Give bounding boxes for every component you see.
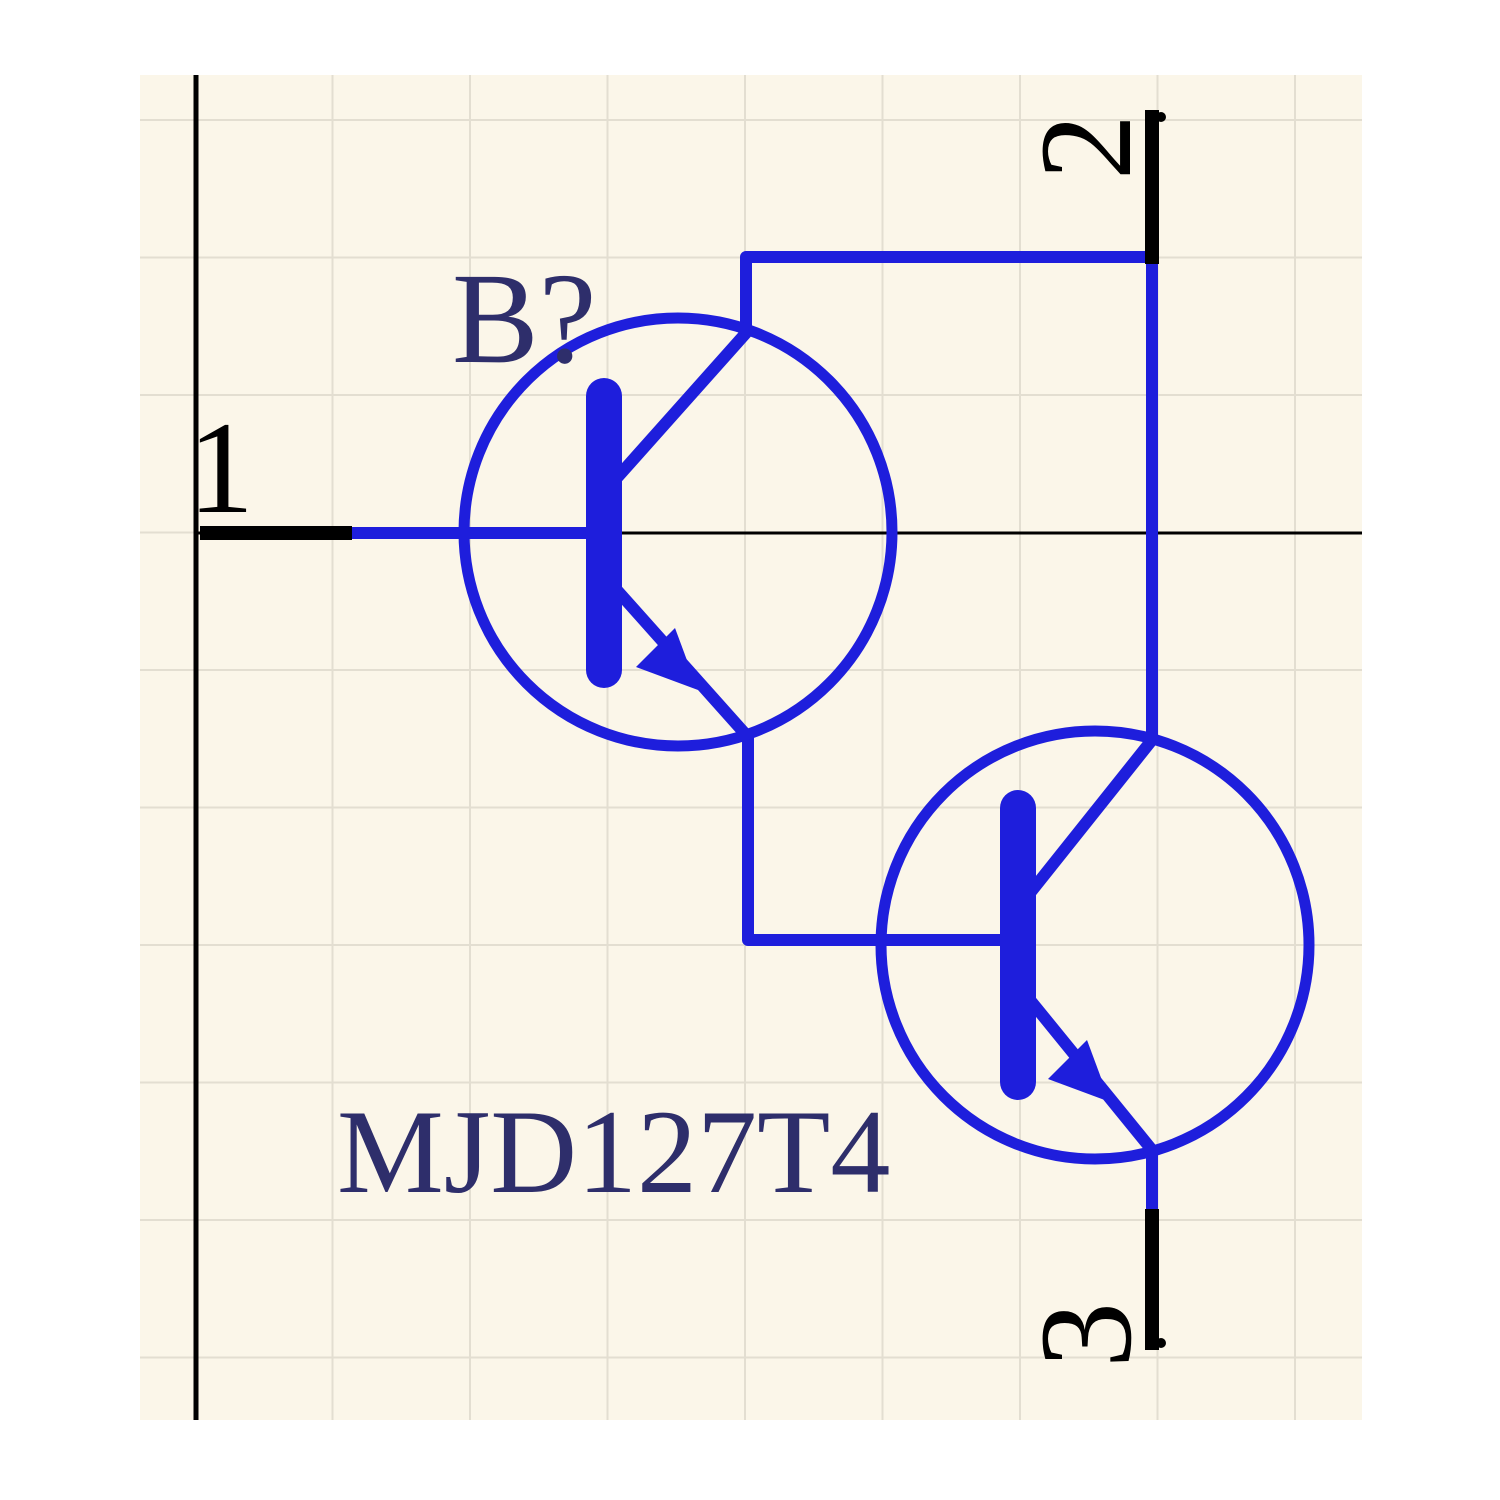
pin-1-label[interactable]: 1 — [188, 394, 254, 541]
transistor-q2-circle[interactable] — [875, 725, 1315, 1165]
pin-2-hotspot-dot — [1156, 112, 1166, 122]
transistor-q1[interactable] — [458, 312, 898, 752]
designator-label[interactable]: B? — [452, 247, 596, 391]
transistor-q1-base-bar[interactable] — [586, 378, 622, 688]
pin-3-hotspot-dot — [1156, 1338, 1166, 1348]
transistor-q2-base-bar[interactable] — [1000, 790, 1036, 1100]
transistor-q2[interactable] — [875, 725, 1315, 1165]
wire-q1-collector-to-pin2[interactable] — [609, 251, 1158, 486]
transistor-q1-emitter-arrow-icon — [636, 628, 698, 690]
pin-2-label[interactable]: 2 — [1012, 114, 1159, 180]
part-number-label[interactable]: MJD127T4 — [337, 1085, 890, 1218]
transistor-q1-circle[interactable] — [458, 312, 898, 752]
pin-3-label[interactable]: 3 — [1012, 1302, 1159, 1368]
transistor-q2-emitter-arrow-icon — [1048, 1040, 1110, 1102]
